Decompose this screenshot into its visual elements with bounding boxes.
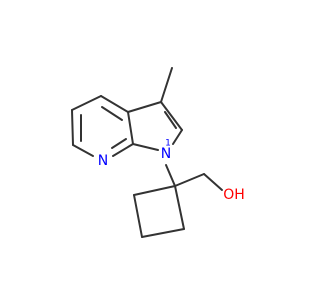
- pyrrole-nitrogen-locant: 1: [165, 139, 171, 149]
- bond-n7-c7a: [112, 143, 134, 157]
- pyrrole-nitrogen-label: N: [161, 146, 171, 162]
- bond-c3a-c4-inner: [101, 106, 123, 121]
- bond-c3a-c4: [100, 95, 129, 113]
- bond-cb-2: [141, 228, 185, 238]
- bond-ch2-o: [203, 173, 223, 191]
- bond-lines: [71, 67, 223, 238]
- bond-cb-4: [133, 185, 176, 196]
- bond-methyl: [160, 67, 173, 103]
- bond-n1-cq: [165, 164, 176, 187]
- bond-c3-c2-inner: [164, 111, 177, 129]
- bond-n1-c7a: [132, 143, 159, 151]
- bond-c3-c2: [160, 101, 183, 131]
- atom-labels: N N 1 OH: [98, 139, 245, 204]
- bond-cb-1: [174, 185, 185, 230]
- bond-c2-n1: [172, 129, 183, 145]
- bond-c6-n7: [72, 144, 94, 157]
- bond-cq-ch2: [174, 173, 205, 187]
- bond-cb-3: [133, 194, 143, 238]
- molecule-structure: N N 1 OH: [71, 67, 245, 238]
- hydroxyl-label: OH: [223, 187, 245, 203]
- bond-c5-c6: [71, 109, 74, 146]
- bond-n7-c7a-inner: [111, 138, 127, 149]
- pyridine-nitrogen-label: N: [98, 153, 108, 169]
- bond-c4-c5: [71, 95, 102, 111]
- bond-c3a-c3: [127, 101, 162, 113]
- bond-c7a-c3a: [127, 111, 134, 145]
